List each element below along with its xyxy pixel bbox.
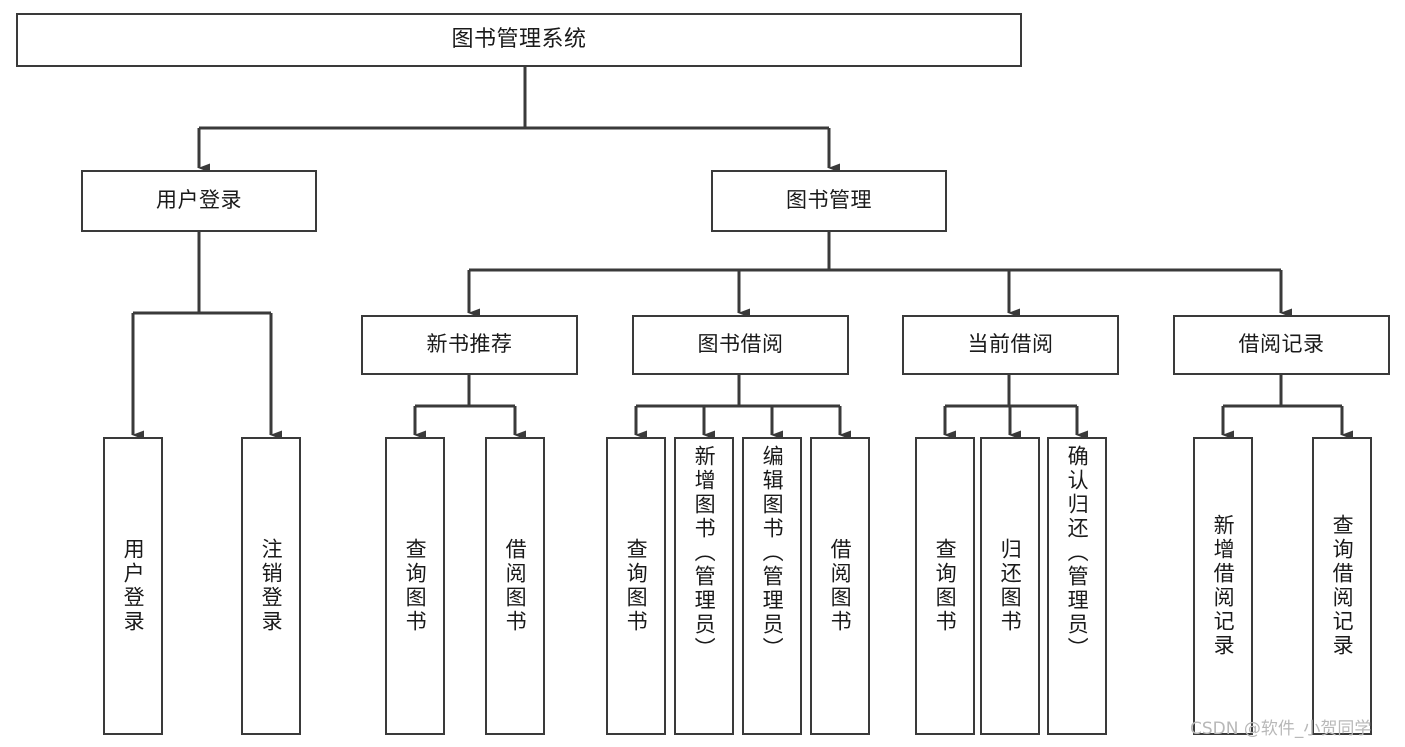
- node-new-book-recommend-label: 新书推荐: [426, 332, 513, 357]
- node-book-manage-label: 图书管理: [786, 188, 872, 213]
- node-leaf-add-record[interactable]: 新增借阅记录: [1193, 437, 1253, 735]
- node-book-manage[interactable]: 图书管理: [711, 170, 947, 232]
- node-leaf-add-book-label: 新增图书（管理员）: [692, 445, 717, 661]
- node-root-label: 图书管理系统: [451, 26, 587, 52]
- node-leaf-user-login[interactable]: 用户登录: [103, 437, 163, 735]
- node-leaf-query-record-label: 查询借阅记录: [1330, 514, 1355, 658]
- node-book-borrow[interactable]: 图书借阅: [632, 315, 849, 375]
- node-leaf-query-book-3-label: 查询图书: [933, 538, 958, 634]
- node-user-login[interactable]: 用户登录: [81, 170, 317, 232]
- node-leaf-return-book[interactable]: 归还图书: [980, 437, 1040, 735]
- node-leaf-edit-book[interactable]: 编辑图书（管理员）: [742, 437, 802, 735]
- node-leaf-query-book-1-label: 查询图书: [403, 538, 428, 634]
- node-book-borrow-label: 图书借阅: [697, 332, 784, 357]
- node-leaf-return-book-label: 归还图书: [998, 538, 1023, 634]
- node-leaf-logout[interactable]: 注销登录: [241, 437, 301, 735]
- node-borrow-record[interactable]: 借阅记录: [1173, 315, 1390, 375]
- node-leaf-logout-label: 注销登录: [259, 538, 284, 634]
- node-user-login-label: 用户登录: [156, 188, 242, 213]
- node-leaf-query-book-2[interactable]: 查询图书: [606, 437, 666, 735]
- node-leaf-confirm-return-label: 确认归还（管理员）: [1065, 445, 1090, 661]
- node-leaf-add-record-label: 新增借阅记录: [1211, 514, 1236, 658]
- node-leaf-borrow-book-2[interactable]: 借阅图书: [810, 437, 870, 735]
- node-leaf-edit-book-label: 编辑图书（管理员）: [760, 445, 785, 661]
- watermark: CSDN @软件_小贺同学: [1190, 719, 1372, 739]
- node-leaf-query-book-3[interactable]: 查询图书: [915, 437, 975, 735]
- node-current-borrow-label: 当前借阅: [967, 332, 1054, 357]
- node-leaf-borrow-book-1-label: 借阅图书: [503, 538, 528, 634]
- node-leaf-borrow-book-2-label: 借阅图书: [828, 538, 853, 634]
- node-leaf-user-login-label: 用户登录: [121, 538, 146, 634]
- node-leaf-add-book[interactable]: 新增图书（管理员）: [674, 437, 734, 735]
- node-borrow-record-label: 借阅记录: [1238, 332, 1325, 357]
- node-leaf-query-book-2-label: 查询图书: [624, 538, 649, 634]
- node-leaf-confirm-return[interactable]: 确认归还（管理员）: [1047, 437, 1107, 735]
- node-leaf-query-record[interactable]: 查询借阅记录: [1312, 437, 1372, 735]
- node-current-borrow[interactable]: 当前借阅: [902, 315, 1119, 375]
- node-leaf-borrow-book-1[interactable]: 借阅图书: [485, 437, 545, 735]
- node-leaf-query-book-1[interactable]: 查询图书: [385, 437, 445, 735]
- node-root[interactable]: 图书管理系统: [16, 13, 1022, 67]
- node-new-book-recommend[interactable]: 新书推荐: [361, 315, 578, 375]
